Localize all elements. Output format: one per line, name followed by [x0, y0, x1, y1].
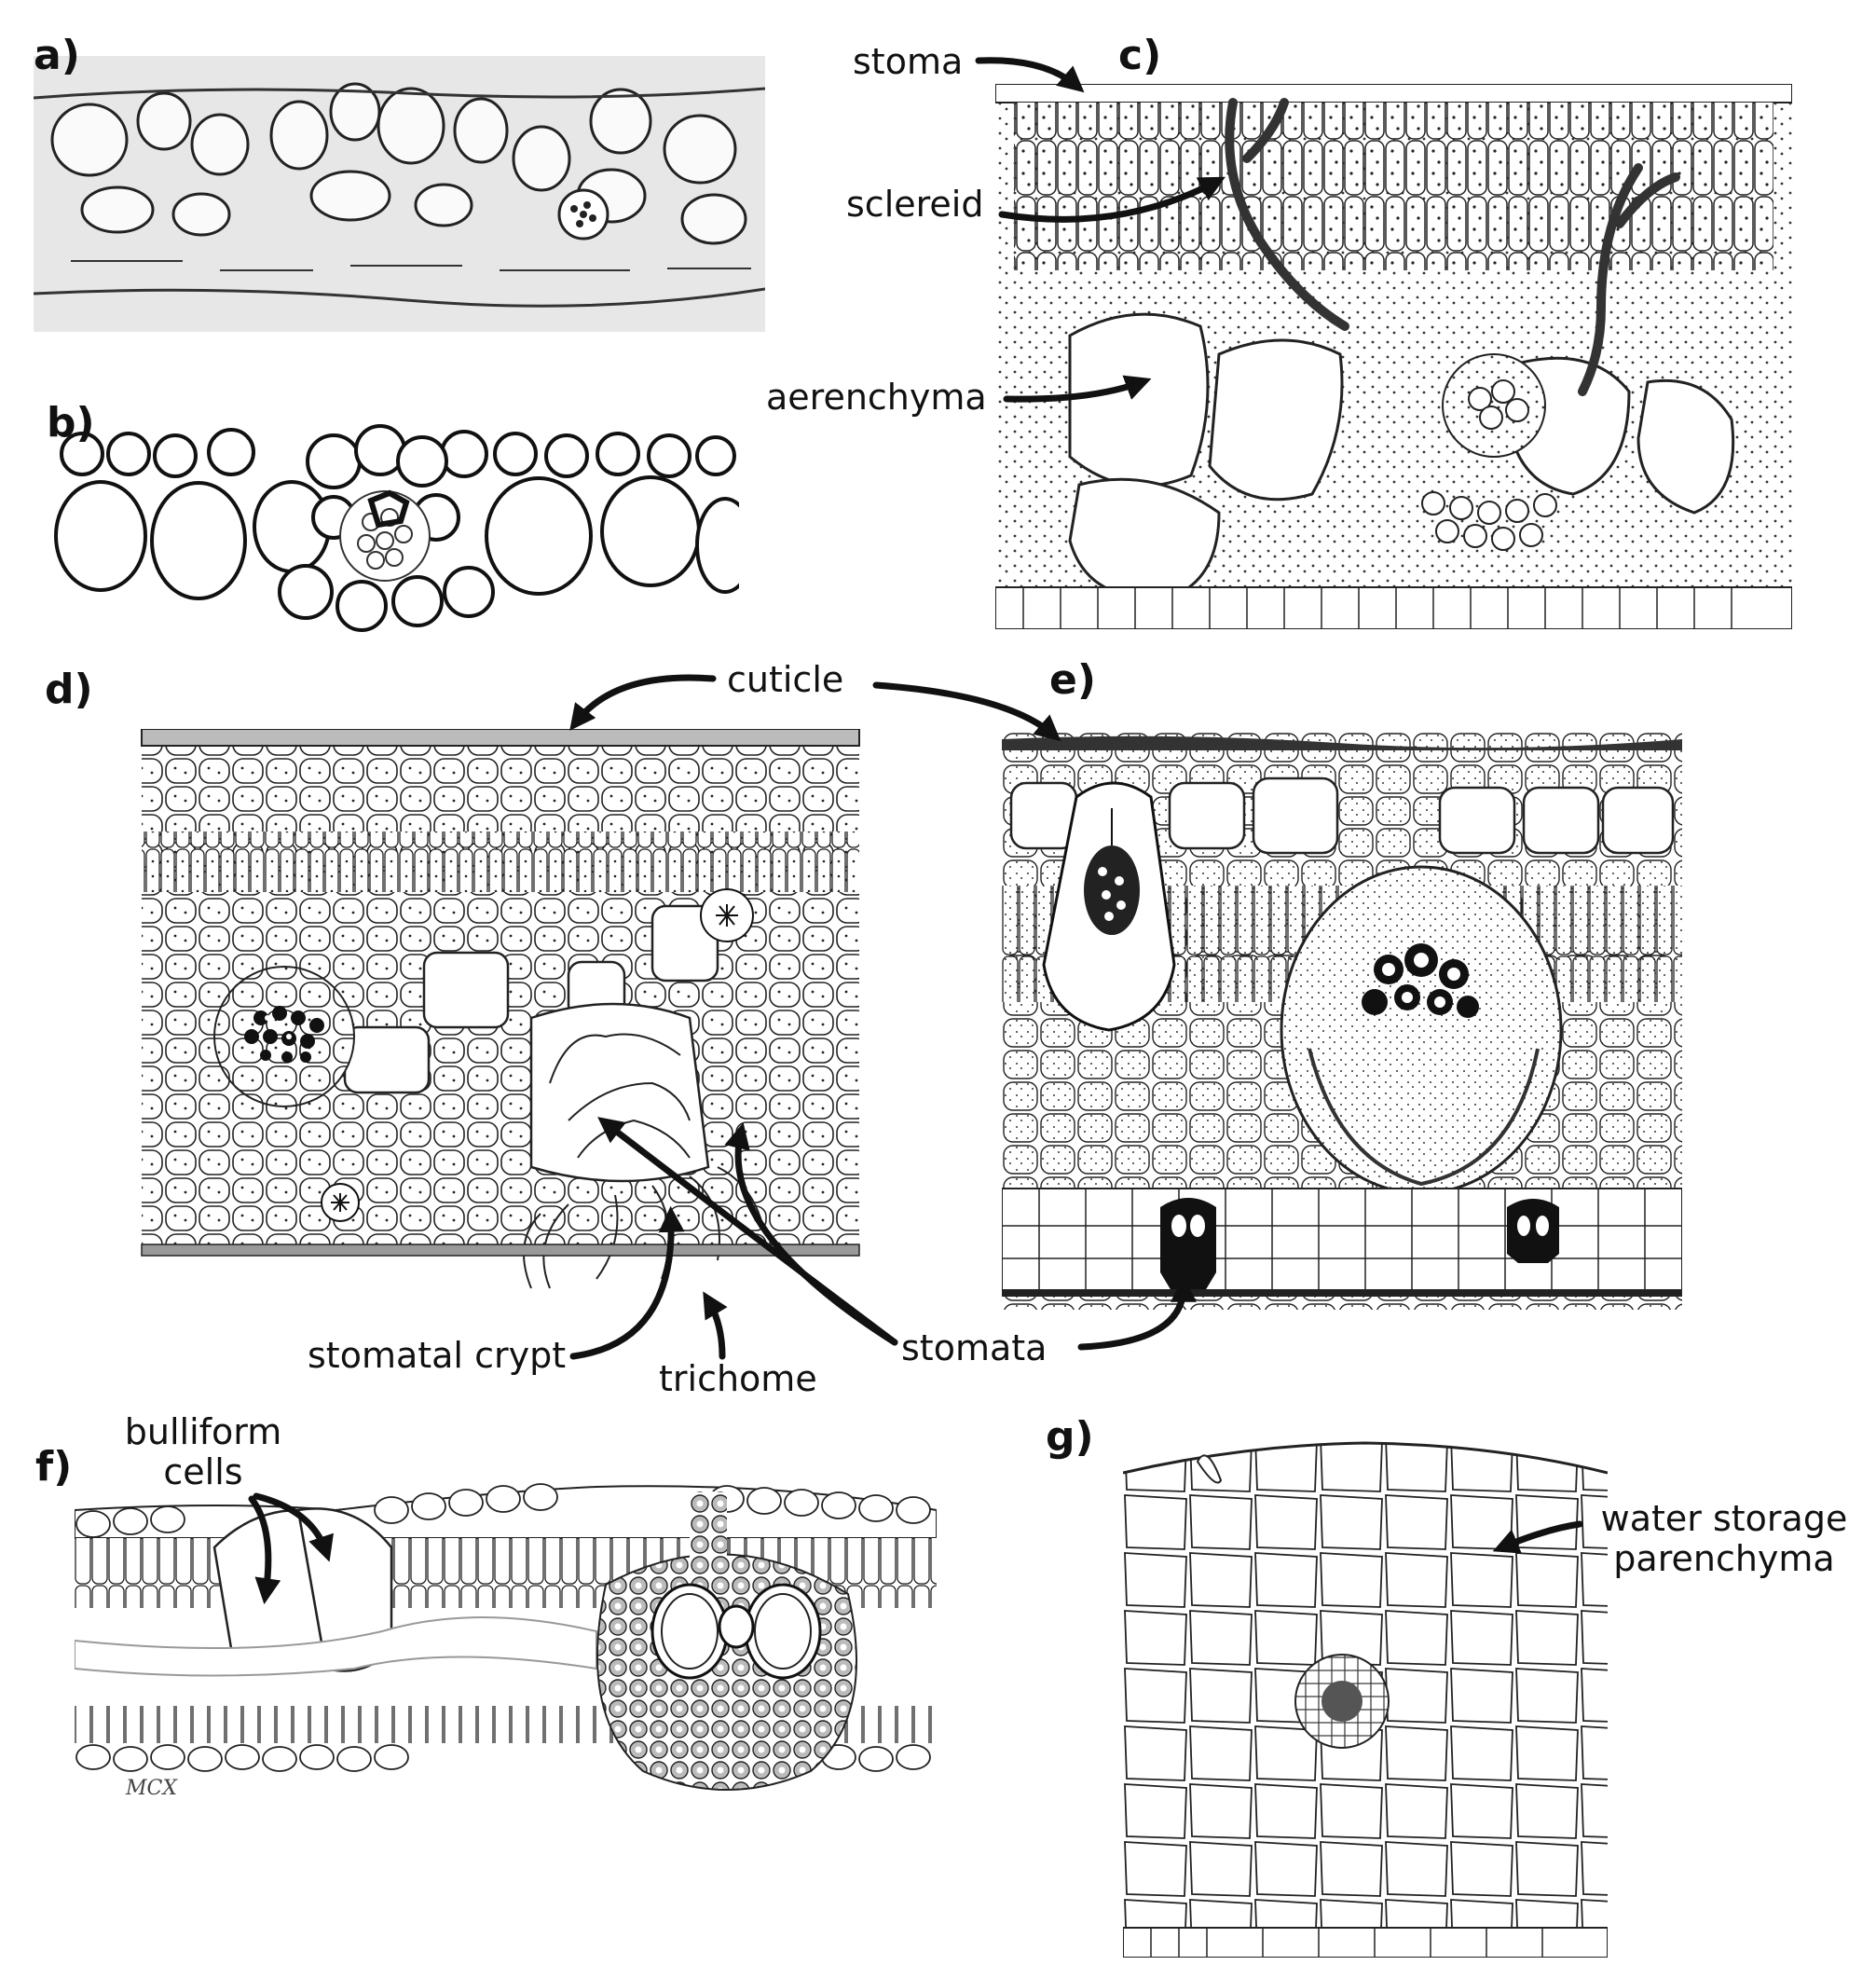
label-stomata: stomata — [901, 1327, 1048, 1368]
panel-e-vein — [1280, 865, 1563, 1195]
label-trichome: trichome — [659, 1358, 817, 1399]
panel-e-letter: e) — [1049, 656, 1096, 704]
panel-d-drawing — [141, 729, 860, 1289]
label-stoma: stoma — [853, 41, 964, 82]
panel-a-leaf-section — [34, 56, 765, 332]
panel-c-letter: c) — [1118, 32, 1162, 79]
arrow-cuticle-right — [872, 681, 1061, 742]
panel-b-drawing — [54, 424, 739, 632]
label-bulliform-cells: bulliform cells — [110, 1412, 296, 1491]
panel-f-letter: f) — [35, 1443, 73, 1491]
panel-c-drawing — [995, 84, 1792, 629]
label-water-storage-line1: water storage — [1600, 1498, 1848, 1539]
panel-b-letter: b) — [47, 399, 95, 447]
panel-a-drawing — [34, 56, 765, 332]
label-water-storage-line2: parenchyma — [1613, 1537, 1835, 1579]
panel-e-idioblast — [1042, 781, 1176, 1032]
panel-d-crystal — [321, 888, 754, 1222]
arrow-cuticle-left — [569, 674, 717, 731]
label-water-storage-parenchyma: water storage parenchyma — [1584, 1499, 1864, 1578]
panel-g-letter: g) — [1046, 1413, 1094, 1461]
panel-c-leaf-section — [995, 84, 1792, 629]
panel-d-vein — [213, 966, 355, 1107]
panel-f-vein — [596, 1491, 857, 1791]
panel-g-leaf-section — [1123, 1436, 1608, 1958]
panel-c-sclereid — [1225, 98, 1680, 396]
panel-d-letter: d) — [45, 666, 93, 713]
arrow-trichome — [703, 1291, 728, 1360]
arrow-stoma — [975, 57, 1085, 93]
panel-c-vein — [1421, 353, 1557, 551]
panel-e-stomata — [1160, 1198, 1559, 1291]
panel-b-leaf-section — [54, 424, 739, 639]
label-bulliform-line2: cells — [163, 1450, 243, 1492]
panel-f-leaf-section: MCX — [75, 1473, 937, 1808]
label-aerenchyma: aerenchyma — [766, 377, 987, 418]
panel-a-vein — [557, 188, 609, 241]
panel-e-drawing — [1002, 732, 1682, 1310]
label-sclereid: sclereid — [846, 184, 984, 225]
panel-g-drawing — [1123, 1441, 1608, 1958]
artist-initials: MCX — [125, 1777, 178, 1800]
panel-f-artist-mark: MCX — [125, 1777, 178, 1800]
panel-a-letter: a) — [34, 32, 80, 79]
label-bulliform-line1: bulliform — [124, 1411, 282, 1452]
panel-b-vein — [339, 490, 431, 582]
panel-g-vein — [1294, 1654, 1390, 1749]
label-stomatal-crypt: stomatal crypt — [308, 1335, 567, 1376]
panel-e-leaf-section — [1002, 732, 1682, 1310]
panel-d-leaf-section — [130, 729, 867, 1293]
panel-f-drawing: MCX — [75, 1483, 937, 1800]
label-cuticle: cuticle — [727, 659, 844, 700]
